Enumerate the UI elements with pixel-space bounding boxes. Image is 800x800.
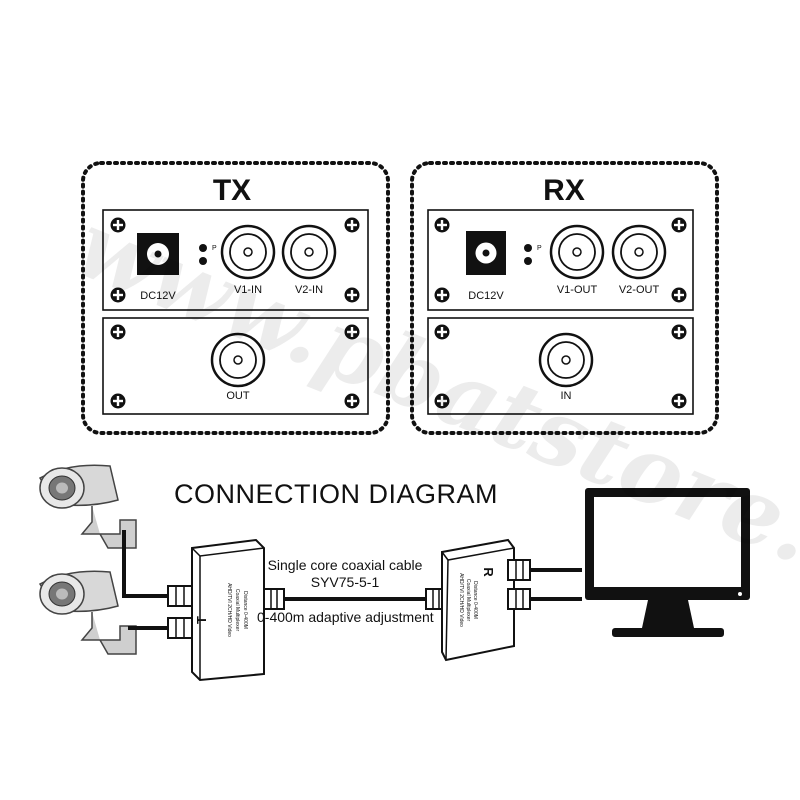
screw-icon	[434, 217, 450, 233]
screw-icon	[344, 287, 360, 303]
led-icon	[524, 244, 532, 265]
tx-dotted-frame	[81, 161, 390, 435]
screw-icon	[671, 393, 687, 409]
rx-led-label: P	[537, 245, 542, 252]
rx-port1-label: V1-OUT	[557, 284, 598, 296]
screw-icon	[434, 287, 450, 303]
screw-icon	[110, 287, 126, 303]
tx-power-label: DC12V	[140, 290, 176, 302]
monitor-icon	[585, 488, 750, 637]
screw-icon	[110, 393, 126, 409]
tx-port2-label: V2-IN	[295, 284, 323, 296]
bnc-connector-icon	[538, 332, 594, 388]
tx-led-label: P	[212, 245, 217, 252]
bnc-connector-icon	[507, 559, 531, 581]
rx-power-label: DC12V	[468, 290, 504, 302]
tx-port1-label: V1-IN	[234, 284, 262, 296]
tx-lower-face	[102, 317, 369, 415]
tx-panel: TX DC12V P V1-IN	[81, 161, 390, 435]
bnc-connector-icon	[611, 224, 667, 280]
bnc-connector-icon	[220, 224, 276, 280]
camera1-cable	[122, 530, 172, 598]
rx-title: RX	[543, 174, 585, 207]
camera-icon	[38, 464, 137, 549]
tx-upper-face	[102, 209, 369, 311]
screw-icon	[344, 324, 360, 340]
screw-icon	[344, 217, 360, 233]
cable-model-label: SYV75-5-1	[311, 574, 380, 590]
tx-box-text1: AHD/TVI 2CH/HD Video	[226, 583, 232, 637]
rx-port2-label: V2-OUT	[619, 284, 660, 296]
rx-box	[441, 538, 515, 662]
screw-icon	[110, 217, 126, 233]
rx-panel: RX DC12V P V1-OUT	[410, 161, 719, 435]
bnc-connector-icon	[281, 224, 337, 280]
diagram-title: CONNECTION DIAGRAM	[174, 479, 498, 509]
camera-icon	[38, 570, 137, 655]
screw-icon	[671, 287, 687, 303]
bnc-connector-icon	[507, 588, 531, 610]
screw-icon	[110, 324, 126, 340]
tx-box-text3: Distance 0-400M	[242, 591, 248, 629]
cable-distance-label: 0-400m adaptive adjustment	[257, 609, 434, 625]
rx-box-letter: R	[481, 567, 496, 577]
bnc-connector-icon	[167, 585, 193, 607]
screw-icon	[434, 393, 450, 409]
screw-icon	[344, 393, 360, 409]
rx-box-text1: AHD/TVI 2CH/HD Video	[458, 573, 464, 627]
tx-box	[191, 538, 265, 682]
rx-dotted-frame	[410, 161, 719, 435]
bnc-connector-icon	[167, 617, 193, 639]
tx-out-label: OUT	[226, 390, 250, 402]
screw-icon	[671, 324, 687, 340]
rx-box-text3: Distance 0-400M	[472, 581, 478, 619]
rx-lower-face	[427, 317, 694, 415]
tx-title: TX	[213, 174, 251, 207]
cable-type-label: Single core coaxial cable	[268, 557, 423, 573]
tx-box-letter: T	[194, 616, 209, 624]
dc-jack-icon	[137, 233, 179, 275]
bnc-connector-icon	[549, 224, 605, 280]
bnc-connector-icon	[210, 332, 266, 388]
bnc-connector-icon	[263, 588, 285, 610]
rx-in-label: IN	[561, 390, 572, 402]
screw-icon	[671, 217, 687, 233]
led-icon	[199, 244, 207, 265]
tx-box-text2: Coaxial Multiplexer	[234, 589, 240, 632]
dc-jack-icon	[466, 231, 506, 275]
rx-box-text2: Coaxial Multiplexer	[465, 579, 471, 622]
screw-icon	[434, 324, 450, 340]
rx-upper-face	[427, 209, 694, 311]
